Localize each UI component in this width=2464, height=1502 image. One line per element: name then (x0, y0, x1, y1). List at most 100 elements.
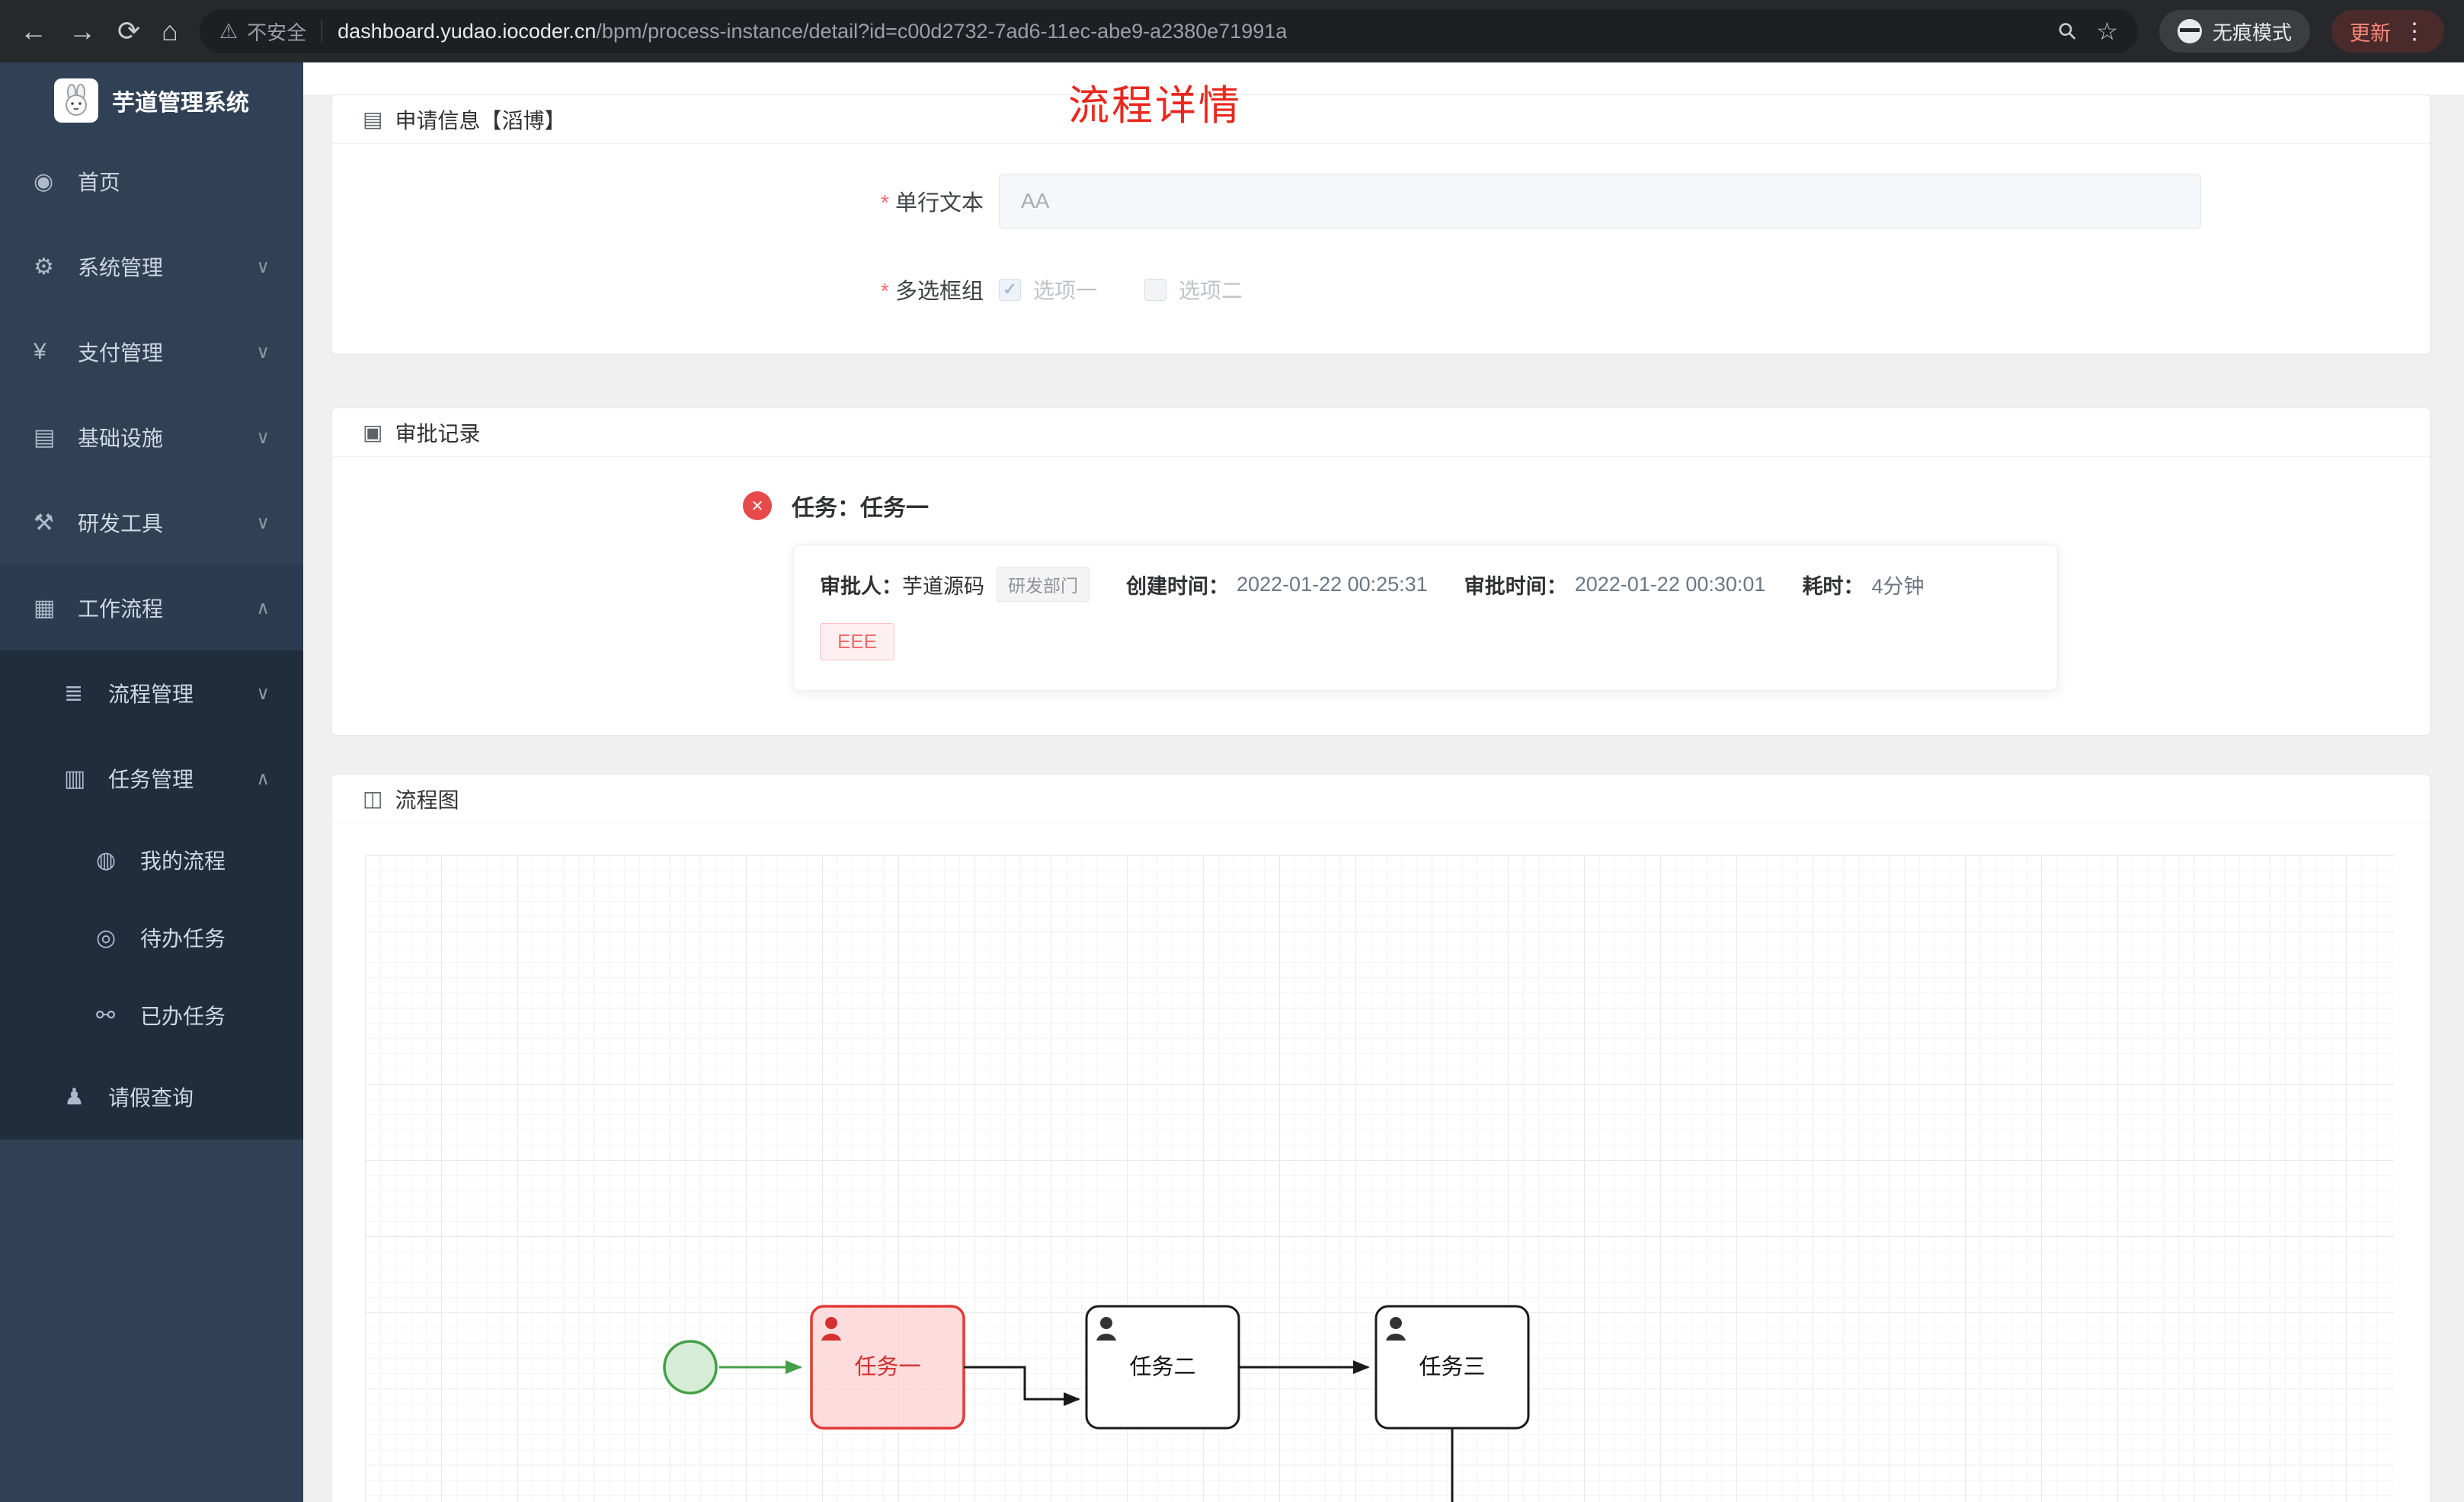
sidebar-item-label: 基础设施 (78, 427, 164, 450)
address-bar[interactable]: ⚠ 不安全 dashboard.yudao.iocoder.cn/bpm/pro… (199, 9, 2138, 53)
sidebar-item-workflow[interactable]: ▦ 工作流程 ∧ (0, 565, 303, 650)
home-button[interactable]: ⌂ (162, 15, 178, 46)
sidebar-item-task-mgmt[interactable]: ▥ 任务管理 ∧ (0, 736, 303, 821)
incognito-icon (2177, 19, 2202, 43)
sidebar-item-label: 工作流程 (78, 597, 164, 621)
workflow-submenu: ≣ 流程管理 ∨ ▥ 任务管理 ∧ ◍ 我的流程 ◎ 待办任务 ⚯ 已办任务 ♟… (0, 650, 303, 1139)
tasks-icon: ▥ (64, 765, 86, 791)
sidebar-item-done-tasks[interactable]: ⚯ 已办任务 (0, 976, 303, 1054)
single-text-label: *单行文本 (332, 185, 984, 217)
sidebar-item-process-mgmt[interactable]: ≣ 流程管理 ∨ (0, 650, 303, 736)
bpmn-start-event[interactable] (663, 1340, 718, 1395)
single-line-text-input[interactable] (999, 174, 2201, 228)
chevron-down-icon: ∨ (256, 256, 270, 277)
bpmn-task-label: 任务二 (1129, 1354, 1195, 1379)
chevron-up-icon: ∧ (256, 768, 270, 789)
main-content: 流程详情 ▤ 申请信息【滔博】 *单行文本 *多选框组 ✓ 选项一 (303, 62, 2464, 1502)
sidebar-item-label: 系统管理 (78, 256, 164, 280)
browser-menu-icon[interactable]: ⋮ (2403, 18, 2426, 44)
checkbox-option-2-label: 选项二 (1179, 279, 1243, 302)
forward-button[interactable]: → (69, 15, 96, 46)
bpmn-connector-task1-task2 (964, 1366, 1080, 1406)
sidebar-item-label: 研发工具 (78, 512, 164, 535)
app-logo-row[interactable]: 芋道管理系统 (0, 62, 303, 139)
sidebar-item-system[interactable]: ⚙ 系统管理 ∨ (0, 224, 303, 309)
checkbox-checked-icon[interactable]: ✓ (999, 278, 1021, 301)
checkbox-option-2[interactable]: 选项二 (1144, 274, 1243, 305)
sidebar-item-label: 已办任务 (140, 1005, 226, 1028)
reload-button[interactable]: ⟳ (117, 15, 141, 46)
apply-info-card-header: ▤ 申请信息【滔博】 (332, 95, 2430, 144)
checkbox-option-1[interactable]: ✓ 选项一 (999, 274, 1097, 305)
tools-icon: ⚒ (34, 510, 54, 535)
list-icon: ≣ (64, 680, 84, 706)
approved-time: 2022-01-22 00:30:01 (1574, 572, 1766, 596)
sidebar-item-label: 请假查询 (108, 1086, 194, 1110)
back-button[interactable]: ← (20, 15, 47, 46)
sidebar-item-home[interactable]: ◉ 首页 (0, 139, 303, 224)
sidebar-item-devtools[interactable]: ⚒ 研发工具 ∨ (0, 480, 303, 565)
department-tag: 研发部门 (997, 567, 1090, 602)
bpmn-task-renwu1[interactable]: 任务一 (810, 1305, 965, 1430)
update-button[interactable]: 更新 ⋮ (2331, 10, 2444, 53)
process-diagram-card-title: 流程图 (395, 788, 459, 812)
bookmark-star-icon[interactable]: ☆ (2096, 18, 2118, 45)
check-icon: ✓ (1003, 280, 1017, 299)
app-title: 芋道管理系统 (112, 91, 249, 116)
timeline-task-row: ✕ 任务：任务一 (743, 489, 929, 523)
dashboard-icon: ◉ (34, 168, 54, 194)
duration-value: 4分钟 (1871, 574, 1925, 598)
checkbox-group-label: *多选框组 (332, 273, 984, 305)
password-key-icon[interactable]: ⚲ (2053, 16, 2083, 46)
form-row-checkbox-group: *多选框组 ✓ 选项一 选项二 (332, 261, 2430, 318)
checkbox-unchecked-icon[interactable] (1144, 278, 1167, 301)
yen-icon: ¥ (34, 339, 46, 364)
url-host: dashboard.yudao.iocoder.cn (338, 19, 597, 43)
record-icon: ▣ (363, 420, 383, 444)
sidebar-item-infrastructure[interactable]: ▤ 基础设施 ∨ (0, 395, 303, 480)
url-text: dashboard.yudao.iocoder.cn/bpm/process-i… (338, 20, 1287, 43)
browser-toolbar: ← → ⟳ ⌂ ⚠ 不安全 dashboard.yudao.iocoder.cn… (0, 0, 2464, 62)
process-diagram-card: ◫ 流程图 (331, 774, 2430, 1502)
chevron-down-icon: ∨ (256, 512, 270, 533)
task-title: 任务：任务一 (792, 496, 929, 521)
duration-label: 耗时： (1802, 574, 1864, 598)
sidebar-item-payment[interactable]: ¥ 支付管理 ∨ (0, 309, 303, 395)
apply-form: *单行文本 *多选框组 ✓ 选项一 选项二 (332, 144, 2430, 318)
briefcase-icon: ▦ (34, 595, 56, 621)
sidebar-item-label: 流程管理 (108, 682, 194, 706)
gear-icon: ⚙ (34, 254, 54, 280)
bpmn-task-renwu3[interactable]: 任务三 (1374, 1305, 1530, 1430)
user-icon (821, 1317, 841, 1341)
approved-label: 审批时间： (1464, 574, 1567, 598)
field-label-text: 多选框组 (894, 280, 984, 304)
apply-info-card: ▤ 申请信息【滔博】 *单行文本 *多选框组 ✓ 选项一 选项二 (331, 94, 2430, 355)
form-row-single-text: *单行文本 (332, 173, 2430, 229)
security-warning-icon: ⚠ (219, 19, 238, 43)
sidebar-item-label: 支付管理 (78, 341, 164, 365)
person-icon: ♟ (64, 1084, 85, 1110)
glasses-icon: ⚯ (96, 1002, 116, 1028)
process-icon: ◍ (96, 847, 117, 873)
bpmn-canvas[interactable]: 任务一 任务二 (365, 855, 2394, 1502)
update-label: 更新 (2350, 21, 2391, 45)
sidebar-item-todo-tasks[interactable]: ◎ 待办任务 (0, 899, 303, 976)
security-label[interactable]: 不安全 (247, 21, 307, 44)
approval-meta-line: 审批人：芋道源码 研发部门 创建时间：2022-01-22 00:25:31 审… (820, 567, 2031, 602)
user-icon (1096, 1317, 1116, 1341)
chevron-down-icon: ∨ (256, 341, 270, 363)
sidebar-item-my-process[interactable]: ◍ 我的流程 (0, 821, 303, 899)
monitor-icon: ▤ (34, 424, 56, 450)
sidebar-item-label: 我的流程 (140, 849, 226, 873)
sidebar-item-label: 首页 (78, 171, 121, 194)
process-diagram-card-header: ◫ 流程图 (332, 775, 2430, 823)
apply-info-card-title: 申请信息【滔博】 (395, 108, 566, 133)
bpmn-task-renwu2[interactable]: 任务二 (1085, 1305, 1240, 1430)
incognito-badge: 无痕模式 (2158, 10, 2310, 53)
eye-icon: ◎ (96, 925, 117, 951)
sidebar-item-label: 任务管理 (108, 768, 194, 791)
url-path: /bpm/process-instance/detail?id=c00d2732… (596, 19, 1288, 43)
form-icon: ▤ (363, 107, 383, 131)
sidebar-item-leave-query[interactable]: ♟ 请假查询 (0, 1054, 303, 1139)
error-status-icon: ✕ (743, 491, 772, 520)
